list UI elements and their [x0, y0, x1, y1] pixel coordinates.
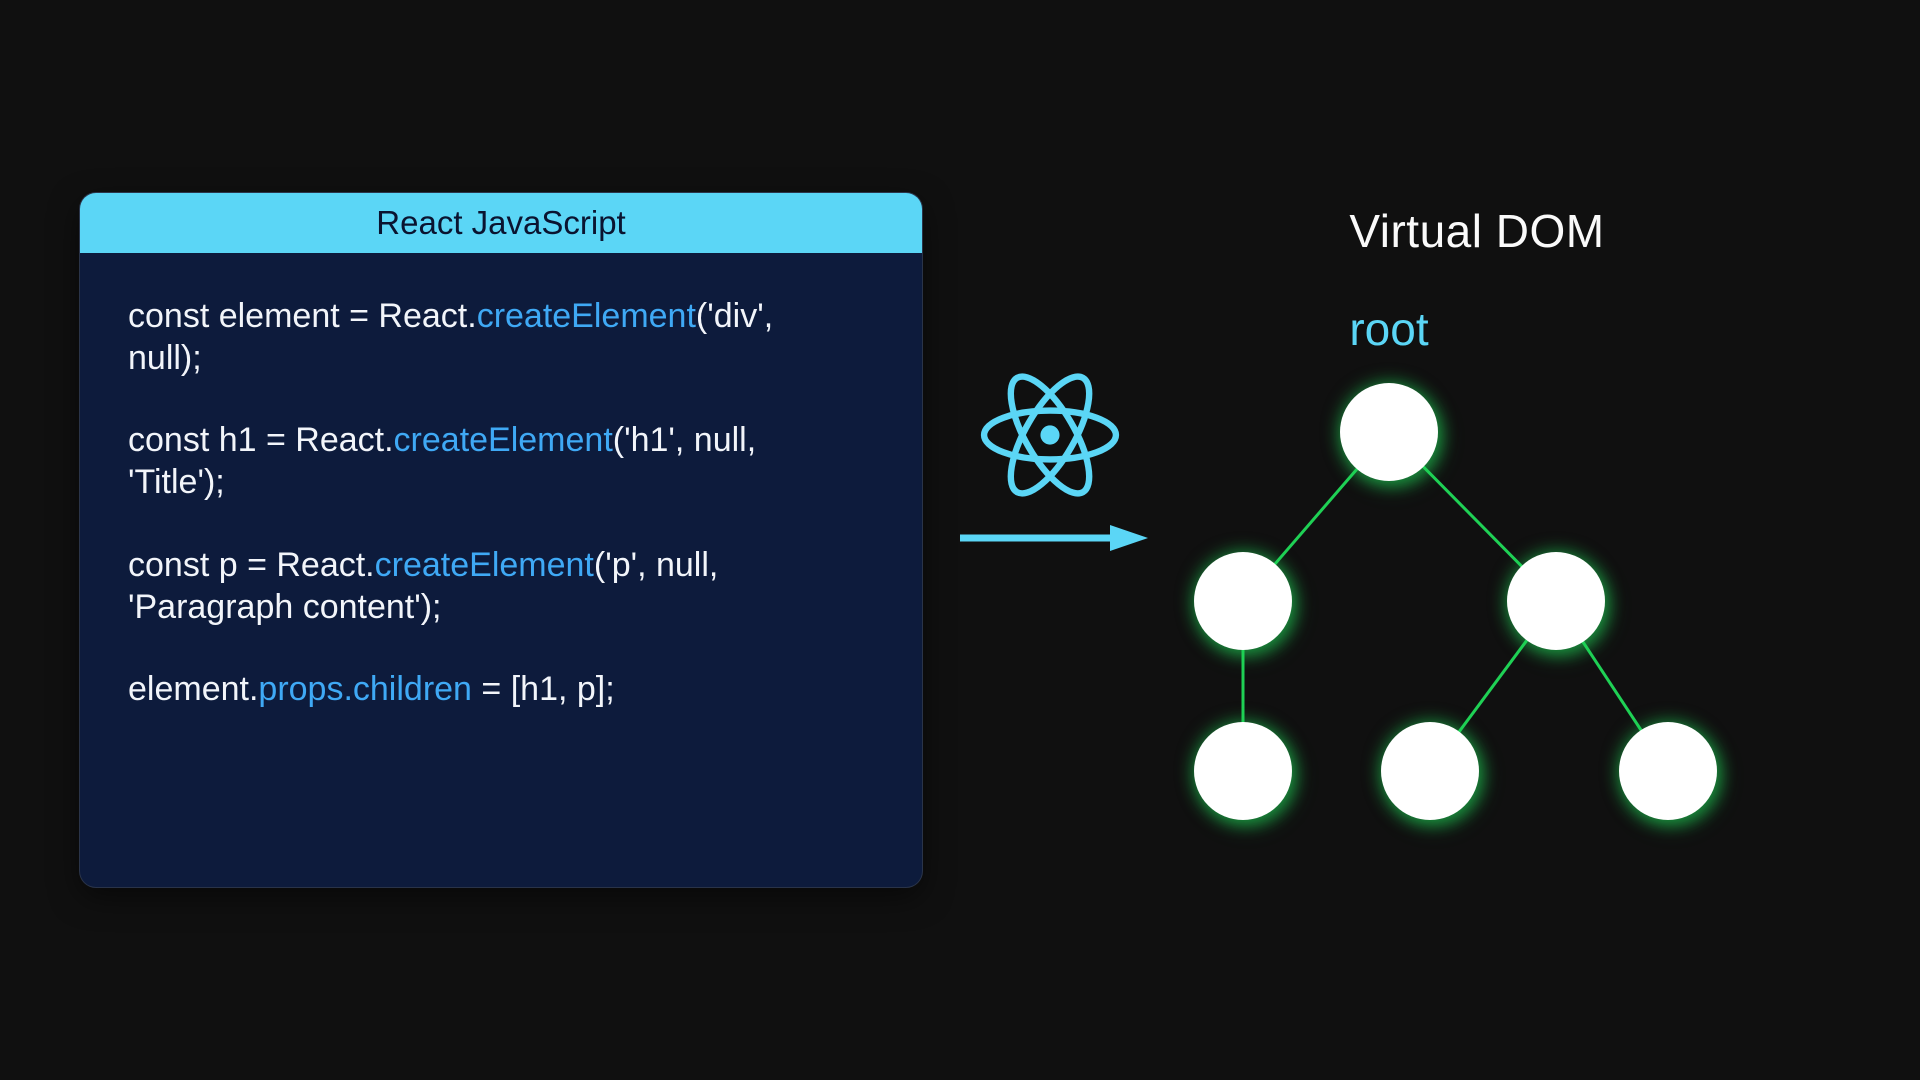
- code-block: const element = React.createElement('div…: [80, 253, 922, 792]
- code-line: const h1 = React.createElement('h1', nul…: [128, 419, 874, 461]
- code-token: ('div',: [695, 297, 774, 335]
- code-token: const element = React.: [128, 297, 477, 335]
- virtual-dom-title: Virtual DOM: [1349, 205, 1605, 257]
- react-code-panel: React JavaScript const element = React.c…: [80, 193, 922, 887]
- react-logo-icon: [980, 373, 1120, 497]
- code-statement: element.props.children = [h1, p];: [128, 668, 874, 710]
- tree-node-n2: [1507, 552, 1605, 650]
- code-line: 'Title');: [128, 461, 874, 503]
- code-token: const h1 = React.: [128, 421, 394, 460]
- tree-node-n1: [1194, 552, 1292, 650]
- code-line: const element = React.createElement('div…: [128, 295, 874, 337]
- virtual-dom-tree: [1194, 383, 1717, 820]
- root-node-label: root: [1349, 303, 1429, 355]
- code-line: 'Paragraph content');: [128, 586, 874, 628]
- code-statement: const element = React.createElement('div…: [128, 295, 874, 379]
- code-statement: const p = React.createElement('p', null,…: [128, 544, 874, 628]
- code-token: element.: [128, 669, 259, 708]
- code-token: const p = React.: [128, 545, 375, 584]
- code-token-highlight: createElement: [374, 545, 594, 584]
- code-token: 'Paragraph content');: [128, 587, 442, 626]
- code-token: = [h1, p];: [471, 669, 615, 708]
- code-line: null);: [128, 337, 874, 379]
- code-token-highlight: props.children: [258, 669, 472, 708]
- code-token-highlight: createElement: [476, 297, 696, 335]
- code-statement: const h1 = React.createElement('h1', nul…: [128, 419, 874, 503]
- code-token: ('h1', null,: [612, 421, 757, 460]
- code-line: const p = React.createElement('p', null,: [128, 544, 874, 586]
- tree-node-n5: [1619, 722, 1717, 820]
- code-token: ('p', null,: [593, 545, 719, 584]
- tree-node-root: [1340, 383, 1438, 481]
- code-token: null);: [128, 339, 202, 378]
- tree-node-n4: [1381, 722, 1479, 820]
- code-token-highlight: createElement: [393, 421, 613, 460]
- tree-node-n3: [1194, 722, 1292, 820]
- code-line: element.props.children = [h1, p];: [128, 668, 874, 710]
- transform-arrow-icon: [960, 525, 1148, 551]
- code-panel-title: React JavaScript: [376, 204, 626, 241]
- code-token: 'Title');: [128, 463, 225, 502]
- code-panel-header: React JavaScript: [80, 193, 922, 253]
